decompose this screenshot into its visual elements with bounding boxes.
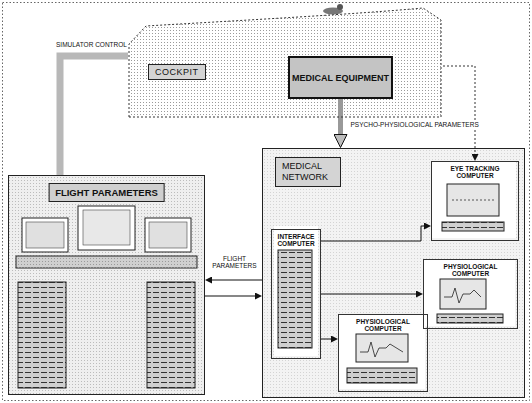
network-link: [321, 294, 416, 295]
flight-panel-stipple: [8, 175, 205, 395]
network-title: MEDICAL NETWORK: [275, 157, 341, 187]
interface-tower: [274, 226, 318, 356]
flight-panel: FLIGHT PARAMETERS: [8, 175, 205, 395]
network-ground: [262, 148, 525, 398]
network-stipple: [262, 148, 525, 398]
edge-label: FLIGHT PARAMETERS: [207, 255, 262, 270]
edge-label: PSYCHO-PHYSIOLOGICAL PARAMETERS: [350, 121, 480, 128]
computer-box: EYE TRACKING COMPUTER: [431, 161, 519, 241]
physio-terminal-bottom: [339, 315, 425, 389]
flight-monitors: [16, 206, 197, 268]
network-link: [321, 339, 331, 340]
edge-label: SIMULATOR CONTROL: [55, 41, 128, 48]
pilot-icon: [323, 4, 343, 15]
flight-panel-ground: [8, 175, 205, 395]
panel-title: FLIGHT PARAMETERS: [48, 183, 165, 202]
computer-label: EYE TRACKING COMPUTER: [434, 165, 516, 180]
computer-label: PHYSIOLOGICAL COMPUTER: [426, 263, 515, 278]
computer-label: PHYSIOLOGICAL COMPUTER: [341, 318, 425, 333]
physio-terminal-right: [424, 260, 515, 326]
data-arrow: [212, 279, 262, 280]
flight-towers: [18, 282, 195, 388]
cockpit-shape: [128, 6, 443, 118]
cockpit-outline: COCKPIT MEDICAL EQUIPMENT: [128, 6, 443, 118]
cockpit-label: COCKPIT: [148, 64, 206, 80]
computer-box: PHYSIOLOGICAL COMPUTER: [423, 259, 518, 329]
outer-frame: [3, 3, 530, 401]
control-band: [60, 56, 128, 175]
computer-box: INTERFACE COMPUTER: [271, 229, 321, 359]
computer-label: INTERFACE COMPUTER: [273, 233, 319, 248]
eye-tracking-terminal: [432, 162, 516, 238]
medical-network-box: MEDICAL NETWORK INTERFACE COMPUTER EYE TRA…: [262, 148, 525, 398]
network-link: [321, 226, 424, 241]
data-arrow: [205, 295, 255, 296]
medical-equipment-box: MEDICAL EQUIPMENT: [288, 56, 393, 99]
eye-link: [443, 66, 475, 154]
equipment-label: MEDICAL EQUIPMENT: [290, 58, 391, 97]
computer-box: PHYSIOLOGICAL COMPUTER: [338, 314, 428, 392]
